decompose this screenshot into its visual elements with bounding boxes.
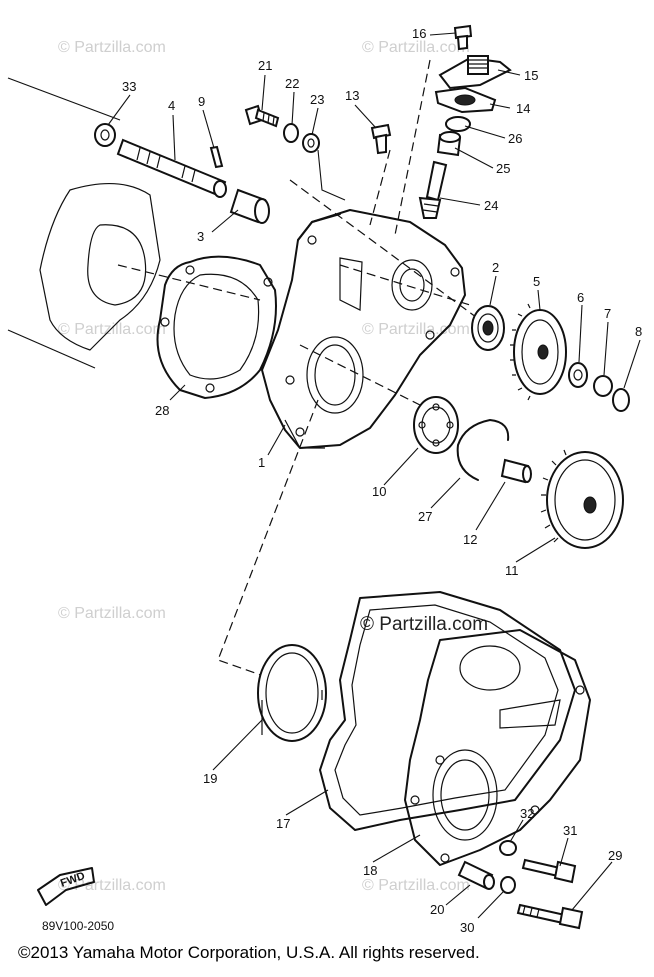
callout-18: 18 [363,863,377,878]
part-1-housing [261,209,466,449]
watermark-text: © Partzilla.com [362,877,470,894]
engine-case-outline [7,77,161,369]
part-9-pin [209,145,224,169]
part-20-dowel [457,860,495,890]
watermark-text: © Partzilla.com [362,321,470,338]
callout-22: 22 [285,76,299,91]
part-14-plate [434,86,497,114]
callout-11: 11 [505,563,519,578]
part-13-screw [370,123,392,155]
callout-19: 19 [203,771,217,786]
callout-3: 3 [197,229,204,244]
part-19-seal [257,644,327,742]
part-18-cover [404,629,591,866]
part-21-bolt [244,104,280,128]
part-6-nut [568,362,588,388]
callout-27: 27 [418,509,432,524]
diagram-code: 89V100-2050 [42,919,115,933]
callout-12: 12 [463,532,477,547]
part-33-washer [94,123,116,147]
callout-10: 10 [372,484,386,499]
callout-16: 16 [412,26,426,41]
callout-20: 20 [430,902,444,917]
callout-7: 7 [604,306,611,321]
callout-25: 25 [496,161,510,176]
callout-15: 15 [524,68,538,83]
watermark-text: © Partzilla.com [58,877,166,894]
callout-9: 9 [198,94,205,109]
part-23-washer [302,133,320,153]
callout-labels: 1 2 3 4 5 6 7 8 9 10 11 12 13 14 15 16 1… [122,26,642,935]
part-10-bearing [413,396,459,454]
part-31-bolt [521,858,577,884]
leader-lines [107,32,641,919]
watermark-prominent: © Partzilla.com [360,614,488,635]
callout-28: 28 [155,403,169,418]
callout-30: 30 [460,920,474,935]
part-32-washer [499,840,517,856]
part-22-washer [283,123,299,143]
part-16-bolt [453,24,473,51]
part-17-gasket [319,591,576,831]
watermark-text: © Partzilla.com [58,321,166,338]
part-11-gear [540,449,624,549]
callout-23: 23 [310,92,324,107]
callout-4: 4 [168,98,175,113]
part-30-washer [500,876,516,894]
callout-21: 21 [258,58,272,73]
part-8-circlip [612,388,630,412]
watermark-text: © Partzilla.com [58,39,166,56]
part-25-bushing [436,131,462,157]
part-24-gear-shaft [418,160,448,219]
callout-24: 24 [484,198,498,213]
part-4-shaft [116,138,227,198]
callout-32: 32 [520,806,534,821]
part-28-gasket [156,255,277,399]
part-15-bracket [438,55,512,90]
part-3-collar [229,188,270,224]
callout-13: 13 [345,88,359,103]
watermark-text: © Partzilla.com [58,605,166,622]
watermark-text: © Partzilla.com [362,39,470,56]
callout-14: 14 [516,101,530,116]
callout-2: 2 [492,260,499,275]
watermark-group: © Partzilla.com © Partzilla.com © Partzi… [58,39,488,894]
part-2-bearing [471,305,505,351]
part-12-pin [500,458,532,484]
part-29-bolt [516,903,584,930]
part-5-gear [510,303,567,401]
part-26-oring [445,116,471,132]
part-7-washer [593,375,613,397]
copyright-notice: ©2013 Yamaha Motor Corporation, U.S.A. A… [18,943,480,962]
callout-5: 5 [533,274,540,289]
callout-33: 33 [122,79,136,94]
part-27-circlip [456,419,510,481]
callout-1: 1 [258,455,265,470]
assembly-center-lines [117,59,481,681]
callout-26: 26 [508,131,522,146]
callout-29: 29 [608,848,622,863]
callout-17: 17 [276,816,290,831]
callout-31: 31 [563,823,577,838]
callout-6: 6 [577,290,584,305]
callout-8: 8 [635,324,642,339]
